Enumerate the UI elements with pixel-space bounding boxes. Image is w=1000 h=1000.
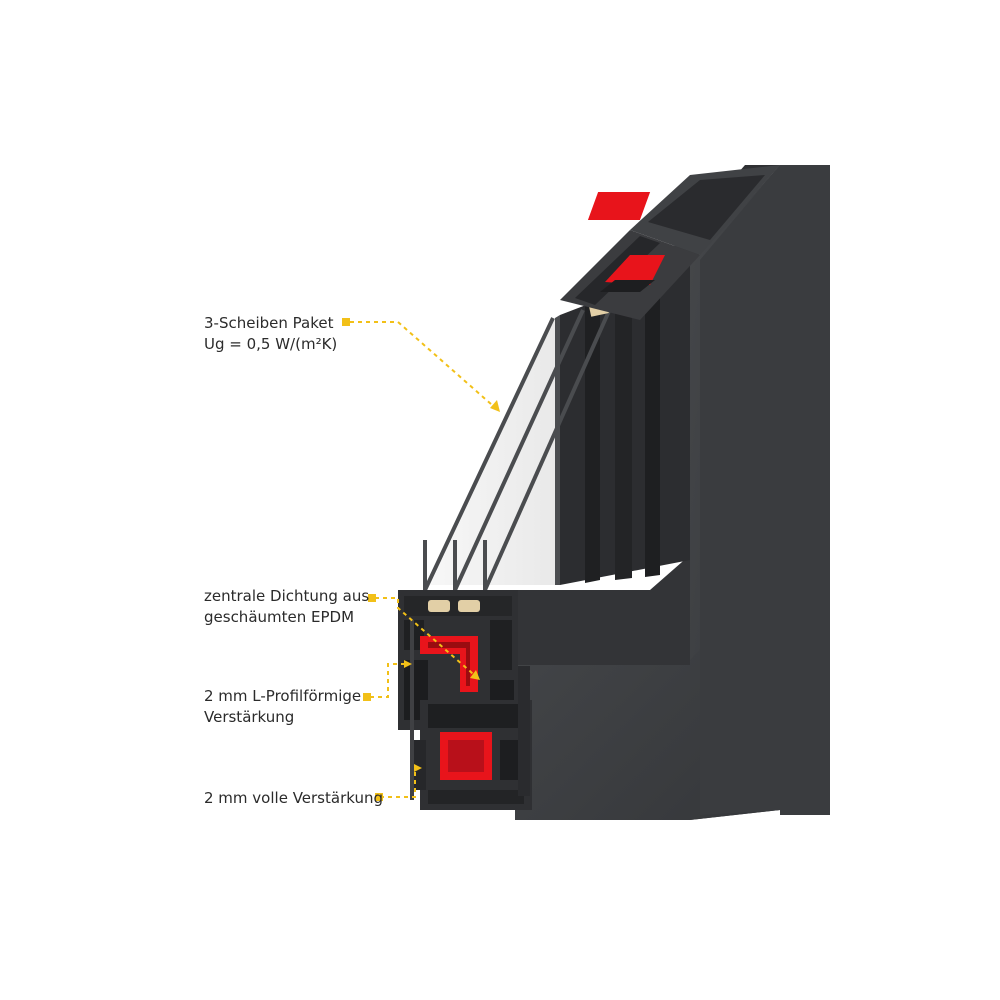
glass-pane-3 <box>483 301 615 591</box>
reinforcement-top-frame <box>587 192 651 220</box>
label-glazing-line2: Ug = 0,5 W/(m²K) <box>204 335 338 353</box>
reinforcement-top-sash <box>605 255 665 285</box>
frame-inner-corner <box>515 555 690 665</box>
glass-pane-1 <box>423 317 555 591</box>
spacer-bottom-1 <box>428 600 450 612</box>
bottom-cross-section <box>398 590 532 810</box>
label-seal: zentrale Dichtung aus geschäumten EPDM <box>204 586 369 628</box>
frame-wall-face <box>700 165 830 815</box>
leader-l-profile <box>370 663 410 698</box>
leader-seal <box>375 597 481 681</box>
label-l-profile-line2: Verstärkung <box>204 708 295 726</box>
leader-markers <box>342 318 500 801</box>
label-seal-line2: geschäumten EPDM <box>204 608 355 626</box>
label-full-reinforcement: 2 mm volle Verstärkung <box>204 788 383 809</box>
label-glazing: 3-Scheiben Paket Ug = 0,5 W/(m²K) <box>204 313 337 355</box>
label-glazing-line1: 3-Scheiben Paket <box>204 314 334 332</box>
label-l-profile-line1: 2 mm L-Profilförmige <box>204 687 362 705</box>
leader-glazing <box>350 321 501 413</box>
label-seal-line1: zentrale Dichtung aus <box>204 587 370 605</box>
label-full-reinforcement-line1: 2 mm volle Verstärkung <box>204 789 383 807</box>
glass-pane-2 <box>453 309 585 591</box>
label-l-profile: 2 mm L-Profilförmige Verstärkung <box>204 686 361 728</box>
spacer-bottom-2 <box>458 600 480 612</box>
reinforcement-l-profile <box>420 636 478 692</box>
outer-frame <box>515 165 830 820</box>
top-cross-section <box>560 165 780 320</box>
